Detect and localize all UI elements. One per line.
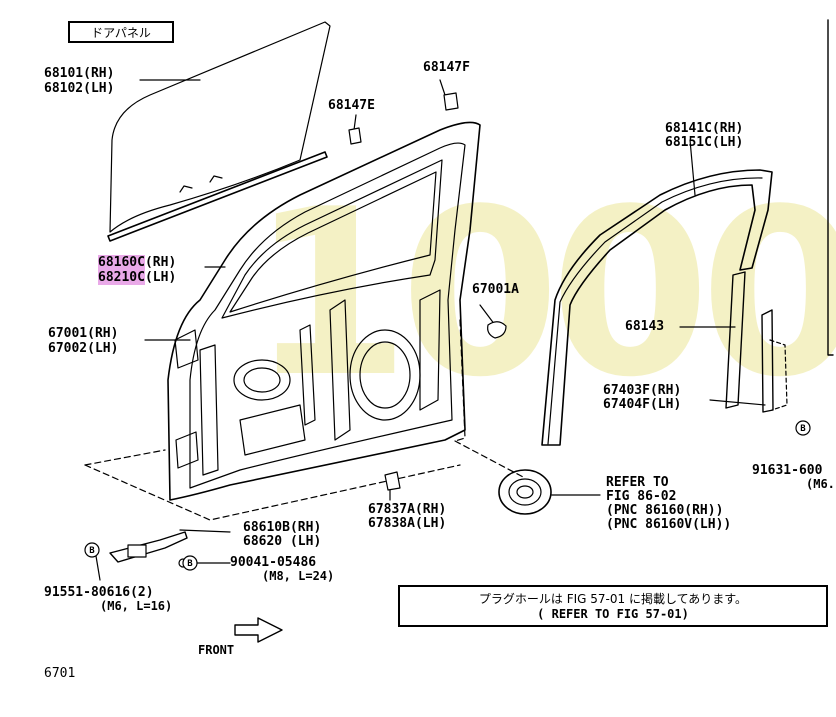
plug-hole-note: プラグホールは FIG 57-01 に掲載してあります。 ( REFER TO … [398, 585, 828, 627]
label-67001[interactable]: 67001(RH) [48, 326, 119, 341]
label-68147e[interactable]: 68147E [328, 98, 375, 113]
callout-b-1: B [89, 546, 95, 556]
door-glass [109, 21, 331, 233]
label-68160c-number: 68160C [98, 255, 145, 270]
label-67404f[interactable]: 67404F(LH) [603, 397, 682, 412]
refer-line-3: (PNC 86160(RH)) [606, 503, 724, 518]
label-91551-spec: (M6, L=16) [100, 599, 173, 613]
label-91631[interactable]: 91631-600 [752, 463, 823, 478]
label-91631-spec: (M6. [806, 477, 835, 491]
outer-weatherstrip [107, 151, 328, 242]
callout-b-2: B [187, 559, 193, 569]
label-68210c[interactable]: 68210C(LH) [98, 270, 177, 285]
refer-line-4: (PNC 86160V(LH)) [606, 517, 732, 532]
label-67403f[interactable]: 67403F(RH) [603, 383, 682, 398]
section-title: ドアパネル [68, 21, 174, 43]
label-68620[interactable]: 68620 (LH) [243, 534, 322, 549]
label-68101[interactable]: 68101(RH) [44, 66, 115, 81]
label-68610b[interactable]: 68610B(RH) [243, 520, 322, 535]
division-channel [725, 271, 746, 409]
label-68210c-side: (LH) [144, 270, 177, 285]
label-68210c-number: 68210C [98, 270, 145, 285]
front-label: FRONT [198, 643, 235, 657]
label-68151c[interactable]: 68151C(LH) [665, 135, 744, 150]
label-68143[interactable]: 68143 [625, 319, 665, 334]
refer-line-2[interactable]: FIG 86-02 [606, 489, 677, 504]
label-67837a[interactable]: 67837A(RH) [368, 502, 447, 517]
label-67001a[interactable]: 67001A [472, 282, 519, 297]
front-arrow [234, 617, 283, 643]
frame-weatherstrip [541, 169, 773, 446]
label-90041-spec: (M8, L=24) [262, 569, 335, 583]
label-91551[interactable]: 91551-80616(2) [44, 585, 154, 600]
door-panel [167, 121, 481, 501]
label-68147f[interactable]: 68147F [423, 60, 470, 75]
label-90041[interactable]: 90041-05486 [230, 555, 317, 570]
note-en[interactable]: ( REFER TO FIG 57-01) [537, 607, 689, 621]
label-67002[interactable]: 67002(LH) [48, 341, 119, 356]
label-67838a[interactable]: 67838A(LH) [368, 516, 447, 531]
label-68160c-side: (RH) [144, 255, 177, 270]
label-68160c[interactable]: 68160C(RH) [98, 255, 177, 270]
note-jp: プラグホールは FIG 57-01 に掲載してあります。 [478, 592, 748, 606]
label-68141c[interactable]: 68141C(RH) [665, 121, 744, 136]
speaker-seal [498, 469, 552, 515]
callout-b-3: B [800, 424, 806, 434]
label-68102[interactable]: 68102(LH) [44, 81, 115, 96]
refer-line-1: REFER TO [606, 475, 669, 490]
run-channel [761, 309, 774, 413]
figure-id: 6701 [44, 666, 76, 681]
door-check [109, 531, 188, 563]
